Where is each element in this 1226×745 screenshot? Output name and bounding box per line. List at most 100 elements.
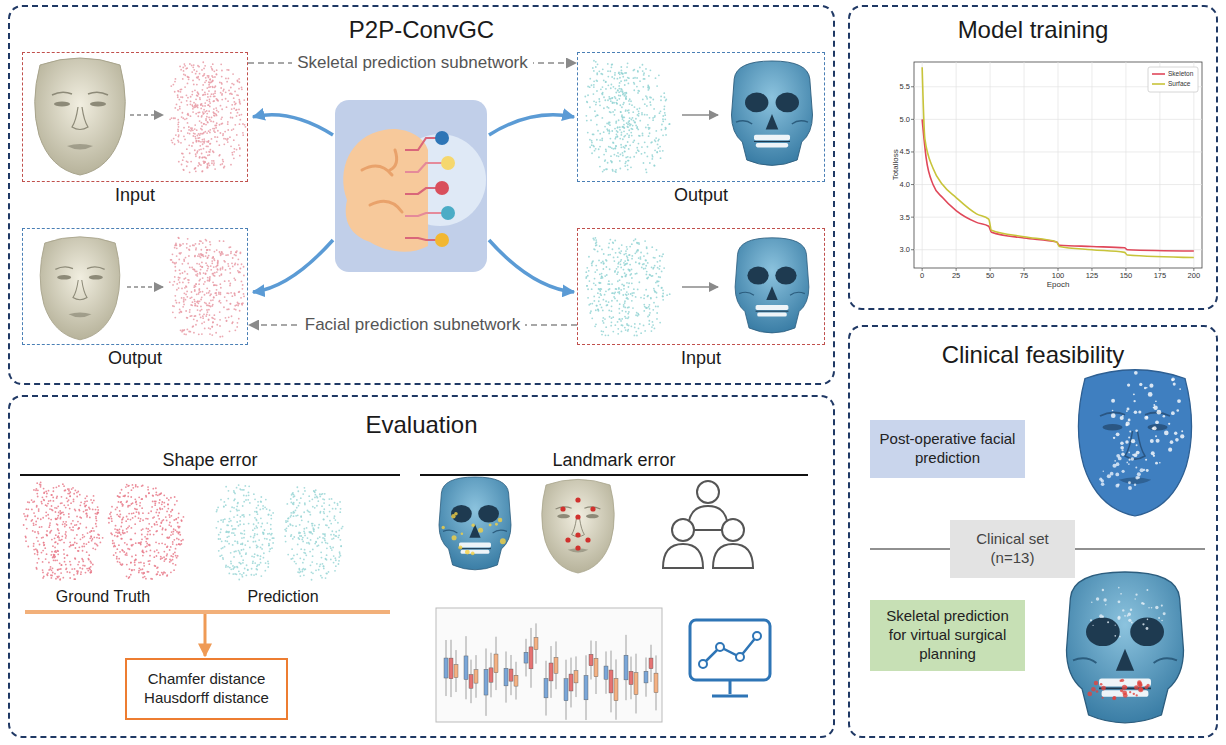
illustration-part xyxy=(177,90,179,92)
illustration-part xyxy=(210,66,212,68)
illustration-part xyxy=(596,305,598,307)
illustration-part xyxy=(195,324,197,326)
illustration-part xyxy=(639,135,641,137)
illustration-part xyxy=(636,108,638,110)
illustration-part xyxy=(213,121,215,123)
illustration-part xyxy=(204,102,206,104)
illustration-part xyxy=(665,134,667,136)
illustration-part xyxy=(619,104,621,106)
illustration-part xyxy=(609,254,611,256)
illustration-part xyxy=(204,281,206,283)
illustration-part xyxy=(629,157,631,159)
illustration-part xyxy=(208,110,210,112)
illustration-part xyxy=(594,278,596,280)
illustration-part xyxy=(214,125,216,127)
illustration-part xyxy=(191,267,193,269)
illustration-part xyxy=(628,254,630,256)
illustration-part xyxy=(209,78,211,80)
illustration-part xyxy=(603,169,605,171)
illustration-part xyxy=(175,78,177,80)
illustration-part xyxy=(212,80,214,82)
illustration-part xyxy=(622,73,624,75)
illustration-part xyxy=(194,285,196,287)
illustration-part xyxy=(193,332,195,334)
illustration-part xyxy=(215,294,217,296)
illustration-part xyxy=(603,299,605,301)
illustration-part xyxy=(621,73,623,75)
illustration-part xyxy=(652,275,654,277)
illustration-part xyxy=(235,251,237,253)
illustration-part xyxy=(589,78,591,80)
illustration-part xyxy=(609,288,611,290)
illustration-part xyxy=(211,262,213,264)
illustration-part xyxy=(664,105,666,107)
illustration-part xyxy=(62,523,64,525)
illustration-part xyxy=(617,90,619,92)
illustration-part xyxy=(223,240,225,242)
illustration-part xyxy=(660,99,662,101)
illustration-part xyxy=(212,317,214,319)
illustration-part xyxy=(597,114,599,116)
illustration-part xyxy=(230,292,232,294)
illustration-part xyxy=(212,256,214,258)
illustration-part xyxy=(212,86,214,88)
illustration-part xyxy=(605,326,607,328)
illustration-part xyxy=(652,99,654,101)
illustration-part xyxy=(236,80,238,82)
illustration-part xyxy=(631,300,633,302)
illustration-part xyxy=(228,69,230,71)
illustration-part xyxy=(622,91,624,93)
illustration-part xyxy=(596,244,598,246)
illustration-part xyxy=(213,296,215,298)
illustration-part xyxy=(602,171,604,173)
illustration-part xyxy=(83,546,85,548)
illustration-part xyxy=(619,82,621,84)
illustration-part xyxy=(212,321,214,323)
illustration-part xyxy=(617,126,619,128)
illustration-part xyxy=(200,108,202,110)
illustration-part xyxy=(630,132,632,134)
illustration-part xyxy=(89,275,103,280)
illustration-part xyxy=(69,313,92,318)
illustration-part xyxy=(240,297,242,299)
illustration-part xyxy=(203,123,205,125)
illustration-part xyxy=(643,297,645,299)
illustration-part xyxy=(612,97,614,99)
illustration-part xyxy=(201,266,203,268)
illustration-part xyxy=(220,123,222,125)
illustration-part xyxy=(661,255,663,257)
illustration-part xyxy=(612,316,614,318)
illustration-part xyxy=(614,291,616,293)
illustration-part xyxy=(223,306,225,308)
illustration-part xyxy=(614,170,616,172)
illustration-part xyxy=(642,133,644,135)
illustration-part xyxy=(613,86,615,88)
illustration-part xyxy=(599,104,601,106)
illustration-part xyxy=(199,273,201,275)
illustration-part xyxy=(213,160,215,162)
illustration-part xyxy=(591,288,593,290)
illustration-part xyxy=(640,256,642,258)
illustration-part xyxy=(242,134,244,136)
illustration-part xyxy=(71,568,73,570)
illustration-part xyxy=(193,299,195,301)
illustration-part xyxy=(632,307,634,309)
illustration-part xyxy=(192,326,194,328)
illustration-part xyxy=(200,299,202,301)
illustration-part xyxy=(593,300,595,302)
illustration-part xyxy=(209,244,211,246)
illustration-part xyxy=(615,145,617,147)
illustration-part xyxy=(184,271,186,273)
illustration-part xyxy=(609,111,611,113)
illustration-part xyxy=(34,515,36,517)
illustration-part xyxy=(636,86,638,88)
illustration-part xyxy=(218,291,220,293)
illustration-part xyxy=(651,326,653,328)
illustration-part xyxy=(589,106,591,108)
illustration-part xyxy=(599,273,601,275)
illustration-part xyxy=(174,91,176,93)
illustration-part xyxy=(42,572,44,574)
illustration-part xyxy=(209,295,211,297)
illustration-part xyxy=(605,150,607,152)
illustration-part xyxy=(595,241,597,243)
